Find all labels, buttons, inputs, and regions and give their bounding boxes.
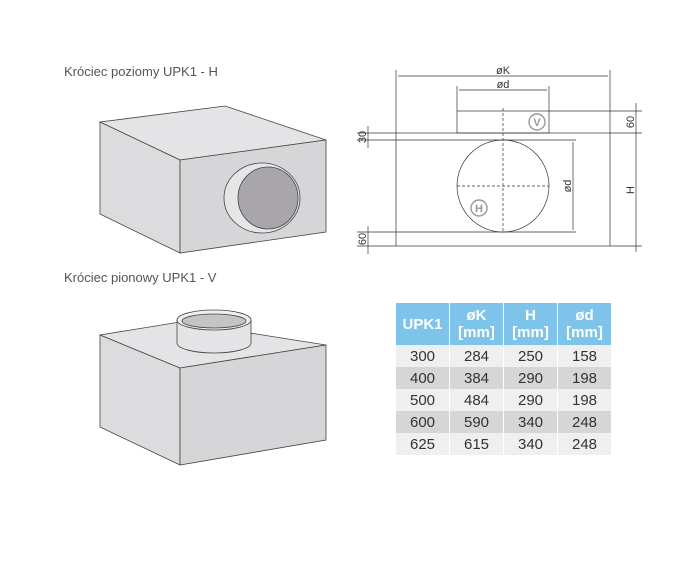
marker-v: V: [533, 117, 541, 129]
cell: 484: [450, 389, 503, 411]
dim-60-top: 60: [625, 116, 637, 128]
cell: 300: [396, 345, 449, 367]
dim-k: øK: [496, 65, 511, 77]
dim-d-top: ød: [497, 79, 510, 91]
cell: 400: [396, 367, 449, 389]
dim-h: H: [625, 186, 637, 194]
cell: 198: [558, 367, 611, 389]
label-vertical: Króciec pionowy UPK1 - V: [64, 270, 217, 285]
dim-d-side: ød: [562, 180, 574, 193]
cell: 340: [504, 411, 557, 433]
cell: 590: [450, 411, 503, 433]
table-header: UPK1 øK[mm] H[mm] ød[mm]: [396, 303, 611, 345]
cell: 384: [450, 367, 503, 389]
dim-30: 30: [357, 131, 369, 143]
cell: 248: [558, 411, 611, 433]
cell: 500: [396, 389, 449, 411]
header-h: H[mm]: [504, 303, 557, 345]
cell: 250: [504, 345, 557, 367]
dim-60-bottom: 60: [357, 233, 369, 245]
cell: 284: [450, 345, 503, 367]
cell: 158: [558, 345, 611, 367]
cell: 615: [450, 433, 503, 455]
label-horizontal: Króciec poziomy UPK1 - H: [64, 64, 218, 79]
box-horizontal-outlet: [98, 105, 327, 254]
technical-drawing: [357, 70, 642, 254]
cell: 340: [504, 433, 557, 455]
cell: 198: [558, 389, 611, 411]
marker-h: H: [475, 203, 483, 215]
cell: 290: [504, 367, 557, 389]
box-vertical-outlet: [98, 309, 327, 466]
cell: 290: [504, 389, 557, 411]
header-d: ød[mm]: [558, 303, 611, 345]
cell: 625: [396, 433, 449, 455]
cell: 600: [396, 411, 449, 433]
header-upk1: UPK1: [396, 303, 449, 345]
cell: 248: [558, 433, 611, 455]
header-k: øK[mm]: [450, 303, 503, 345]
